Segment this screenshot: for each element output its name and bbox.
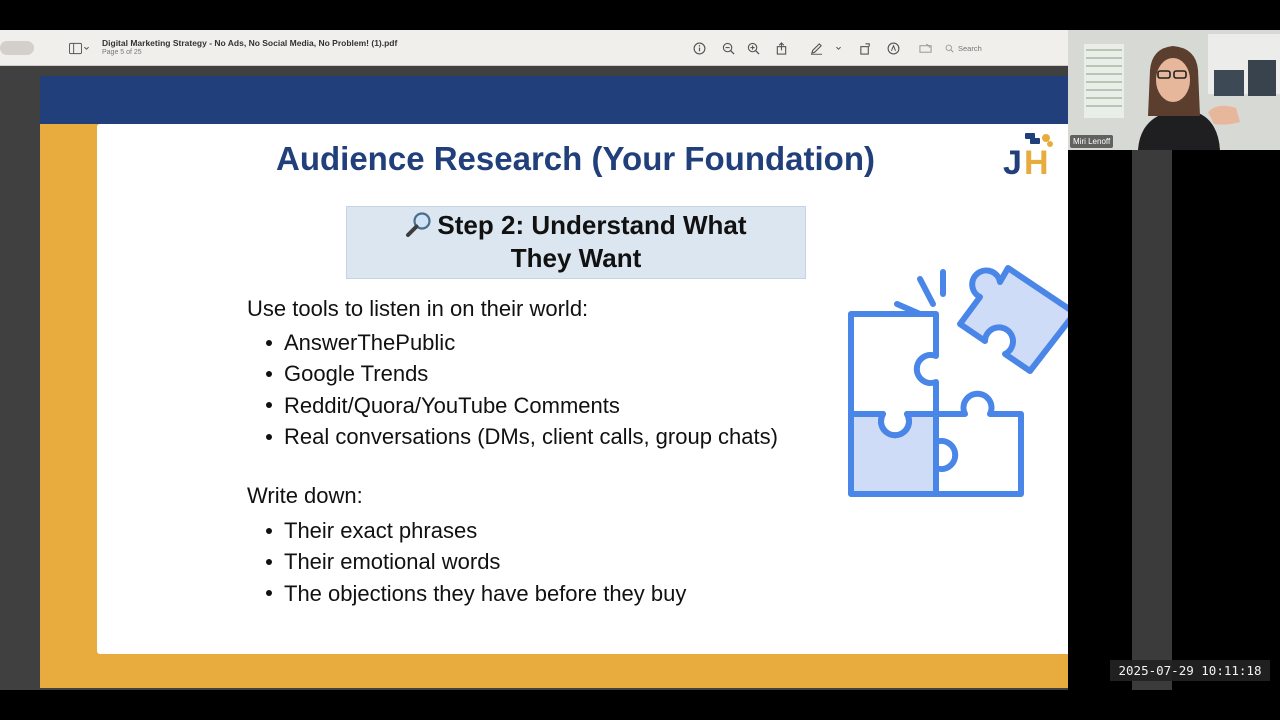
slide-header-band: [40, 76, 1068, 124]
form-fill-button[interactable]: [914, 37, 936, 59]
sidebar-icon: [68, 42, 82, 54]
window-controls[interactable]: [0, 40, 34, 55]
list-item: Their exact phrases: [266, 515, 686, 546]
slide-content-card: Audience Research (Your Foundation) J H …: [97, 124, 1068, 654]
list-item: Google Trends: [266, 358, 778, 389]
markup-menu-button[interactable]: [832, 37, 844, 59]
logo-letter-j: J: [1003, 144, 1022, 178]
puzzle-pieces-icon: [848, 265, 1068, 497]
list-item: Their emotional words: [266, 546, 686, 577]
search-icon: [945, 44, 954, 53]
viewer-toolbar: Digital Marketing Strategy - No Ads, No …: [0, 30, 1068, 66]
pen-icon: [810, 42, 822, 55]
info-icon: [693, 42, 705, 54]
markup-button[interactable]: [805, 37, 827, 59]
chevron-down-icon: [835, 46, 841, 50]
form-icon: [918, 42, 932, 53]
share-icon: [776, 41, 786, 55]
brand-logo: J H: [1003, 133, 1053, 178]
share-button[interactable]: [770, 37, 792, 59]
rotate-icon: [859, 42, 870, 55]
sidebar-toggle-button[interactable]: [64, 37, 86, 59]
list-item: AnswerThePublic: [266, 327, 778, 358]
tools-list: AnswerThePublic Google Trends Reddit/Quo…: [266, 327, 778, 452]
page-indicator: Page 5 of 25: [102, 49, 142, 56]
rotate-button[interactable]: [854, 37, 876, 59]
search-field[interactable]: [945, 41, 1055, 55]
write-down-list: Their exact phrases Their emotional word…: [266, 515, 686, 609]
slide-page: Audience Research (Your Foundation) J H …: [40, 76, 1068, 688]
document-title: Digital Marketing Strategy - No Ads, No …: [102, 38, 398, 48]
sidebar-menu-button[interactable]: [80, 37, 92, 59]
highlight-button[interactable]: [882, 37, 904, 59]
participant-video-feed: [1068, 30, 1280, 150]
chevron-down-icon: [83, 46, 89, 50]
magnifying-glass-icon: [406, 212, 432, 237]
pdf-viewer-window: Digital Marketing Strategy - No Ads, No …: [0, 30, 1068, 690]
participant-video-tile[interactable]: Miri Lenoff: [1068, 30, 1280, 150]
search-input[interactable]: [958, 43, 1048, 53]
list-item: The objections they have before they buy: [266, 578, 686, 609]
step-title-line1: Step 2: Understand What: [437, 210, 747, 240]
slide-title: Audience Research (Your Foundation): [276, 140, 875, 177]
zoom-in-icon: [747, 42, 760, 55]
participant-name-label: Miri Lenoff: [1070, 135, 1114, 148]
zoom-out-button[interactable]: [717, 37, 739, 59]
list-item: Real conversations (DMs, client calls, g…: [266, 421, 778, 452]
window-edge: [1132, 76, 1172, 690]
tools-section-label: Use tools to listen in on their world:: [247, 296, 589, 321]
logo-letter-h: H: [1024, 144, 1049, 178]
step-callout-box: Step 2: Understand What They Want: [346, 206, 806, 279]
recording-timestamp: 2025-07-29 10:11:18: [1110, 660, 1270, 681]
zoom-out-icon: [722, 42, 735, 55]
document-page-area[interactable]: Audience Research (Your Foundation) J H …: [0, 66, 1068, 690]
list-item: Reddit/Quora/YouTube Comments: [266, 390, 778, 421]
info-button[interactable]: [688, 37, 710, 59]
step-title-line2: They Want: [510, 243, 642, 273]
zoom-in-button[interactable]: [742, 37, 764, 59]
annotate-icon: [887, 42, 899, 54]
write-down-section-label: Write down:: [247, 483, 363, 508]
